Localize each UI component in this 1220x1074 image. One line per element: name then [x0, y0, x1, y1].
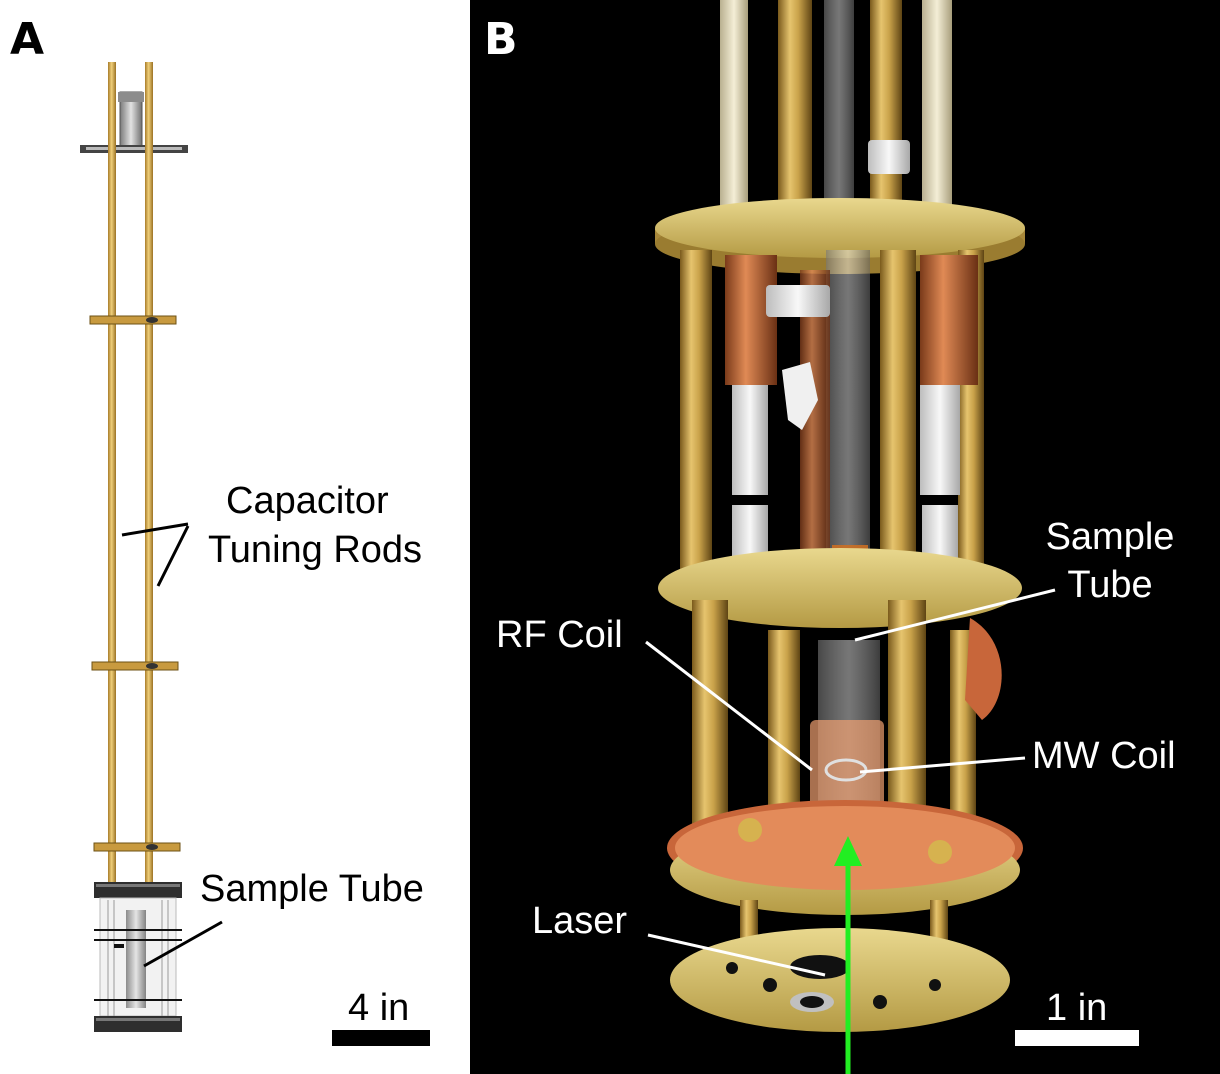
mid-rod-1	[680, 250, 712, 590]
laser-arrowhead	[834, 836, 862, 866]
spacer-1	[89, 315, 177, 325]
rf-coil-label: RF Coil	[496, 614, 623, 656]
spacer-2	[91, 661, 179, 671]
capacitor-label-line1: Capacitor	[226, 480, 389, 522]
scale-bar-a-label: 4 in	[348, 987, 410, 1029]
scale-bar-b-label: 1 in	[1046, 987, 1108, 1029]
laser-label: Laser	[532, 900, 628, 942]
rf-coil-leader	[645, 640, 813, 772]
top-brass-rod-right	[870, 0, 902, 230]
copper-capacitor-right	[920, 255, 978, 385]
spacer-3	[93, 842, 181, 852]
top-ivory-rod-left	[720, 0, 748, 212]
panel-a-schematic: A	[0, 0, 470, 1074]
laser-leader	[647, 933, 826, 977]
capacitor-leader-2	[156, 525, 190, 587]
bottom-disk	[670, 928, 1010, 1032]
top-brass-rod-left	[778, 0, 812, 230]
panel-b-photo: B Sample Tube RF Coil MW Coil Laser 1 in	[470, 0, 1220, 1074]
probe-photo-illustration	[645, 0, 1139, 1074]
capacitor-label-line2: Tuning Rods	[208, 529, 423, 571]
sample-tube-label-b-line2: Tube	[1067, 564, 1153, 606]
sample-tube-leader	[143, 920, 223, 968]
mw-coil-label: MW Coil	[1032, 735, 1176, 777]
panel-a-letter: A	[10, 14, 45, 65]
sample-tube-schematic	[126, 910, 146, 1008]
scale-bar-a	[332, 1030, 430, 1046]
top-ivory-rod-right	[922, 0, 952, 212]
tuning-rod-left	[108, 62, 116, 942]
capacitor-leader-1	[121, 522, 189, 537]
sample-tube-label-b-line1: Sample	[1045, 516, 1175, 558]
sample-tube-leader-b	[854, 588, 1056, 642]
sample-tube-label-a: Sample Tube	[200, 868, 424, 910]
upper-glass-tube	[824, 0, 854, 210]
panel-b-letter: B	[484, 14, 518, 65]
middle-plate	[658, 548, 1022, 628]
mw-coil-leader	[859, 756, 1026, 774]
copper-capacitor-left	[725, 255, 777, 385]
scale-bar-b	[1015, 1030, 1139, 1046]
center-glass-tube	[826, 250, 870, 580]
probe-cad-drawing	[80, 62, 430, 1046]
tuning-rod-right	[145, 62, 153, 942]
